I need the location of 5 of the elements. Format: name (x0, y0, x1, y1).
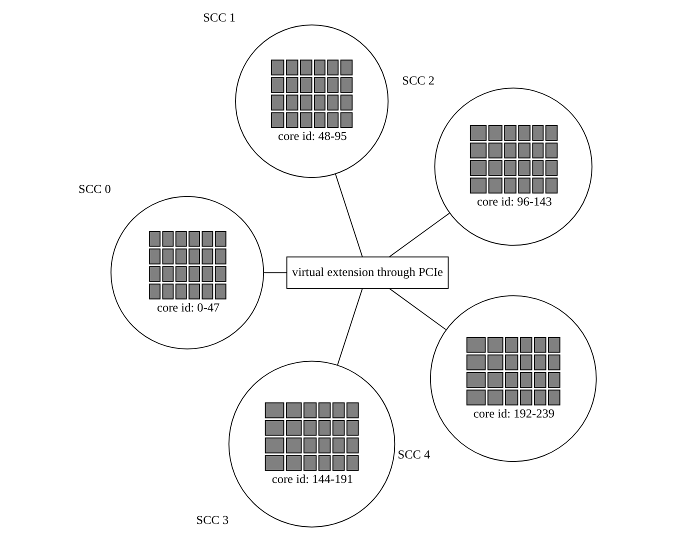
node-label: SCC 3 (196, 512, 229, 527)
node-label: SCC 4 (398, 447, 430, 462)
node-label: SCC 2 (402, 74, 435, 88)
node-label: SCC 1 (203, 10, 236, 25)
node-label: SCC 0 (78, 182, 111, 196)
